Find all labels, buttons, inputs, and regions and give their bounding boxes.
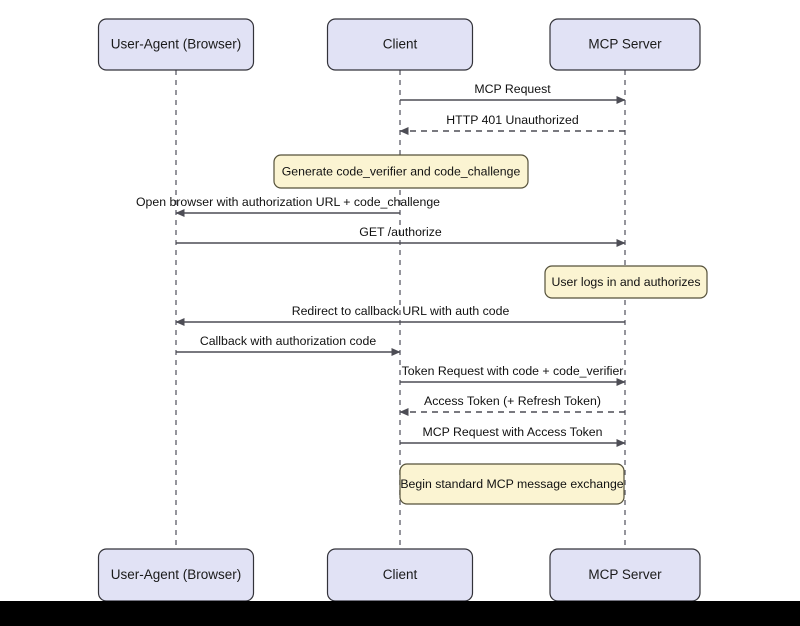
message-label: HTTP 401 Unauthorized	[446, 113, 579, 127]
note-box	[399, 463, 625, 505]
message-label: Access Token (+ Refresh Token)	[424, 394, 601, 408]
note-n1: Generate code_verifier and code_challeng…	[273, 154, 529, 189]
participant-bottom-user_agent[interactable]: User-Agent (Browser)	[97, 548, 255, 602]
message-label: Redirect to callback URL with auth code	[292, 304, 510, 318]
bottom-black-bar	[0, 601, 800, 626]
participant-top-server[interactable]: MCP Server	[549, 18, 701, 71]
note-box	[544, 265, 708, 299]
message-label: GET /authorize	[359, 225, 442, 239]
participant-label: Client	[383, 567, 418, 582]
note-label: Generate code_verifier and code_challeng…	[282, 164, 521, 178]
message-m3: Open browser with authorization URL + co…	[136, 195, 440, 217]
participant-box[interactable]	[549, 18, 701, 71]
message-m5: Redirect to callback URL with auth code	[175, 304, 625, 326]
participant-label: MCP Server	[588, 37, 662, 52]
message-label: Token Request with code + code_verifier	[402, 364, 624, 378]
note-n3: Begin standard MCP message exchange	[399, 463, 625, 505]
message-label: Open browser with authorization URL + co…	[136, 195, 440, 209]
participant-label: User-Agent (Browser)	[111, 37, 242, 52]
note-n2: User logs in and authorizes	[544, 265, 708, 299]
message-m8: Access Token (+ Refresh Token)	[399, 394, 625, 416]
message-label: MCP Request with Access Token	[423, 425, 603, 439]
message-label: Callback with authorization code	[200, 334, 377, 348]
message-label: MCP Request	[474, 82, 551, 96]
message-m7: Token Request with code + code_verifier	[400, 364, 626, 386]
message-m2: HTTP 401 Unauthorized	[399, 113, 625, 135]
participant-label: User-Agent (Browser)	[111, 567, 242, 582]
participant-box[interactable]	[97, 18, 255, 71]
participant-bottom-client[interactable]: Client	[326, 548, 474, 602]
note-label: Begin standard MCP message exchange	[400, 477, 623, 491]
message-m4: GET /authorize	[176, 225, 626, 247]
participant-label: Client	[383, 37, 418, 52]
participant-top-user_agent[interactable]: User-Agent (Browser)	[97, 18, 255, 71]
participant-label: MCP Server	[588, 567, 662, 582]
message-m9: MCP Request with Access Token	[400, 425, 626, 447]
note-box	[273, 154, 529, 189]
message-m6: Callback with authorization code	[176, 334, 401, 356]
participant-bottom-server[interactable]: MCP Server	[549, 548, 701, 602]
message-m1: MCP Request	[400, 82, 626, 104]
participant-box[interactable]	[326, 18, 474, 71]
notes-group: Generate code_verifier and code_challeng…	[273, 154, 708, 505]
participant-top-client[interactable]: Client	[326, 18, 474, 71]
note-label: User logs in and authorizes	[551, 275, 700, 289]
